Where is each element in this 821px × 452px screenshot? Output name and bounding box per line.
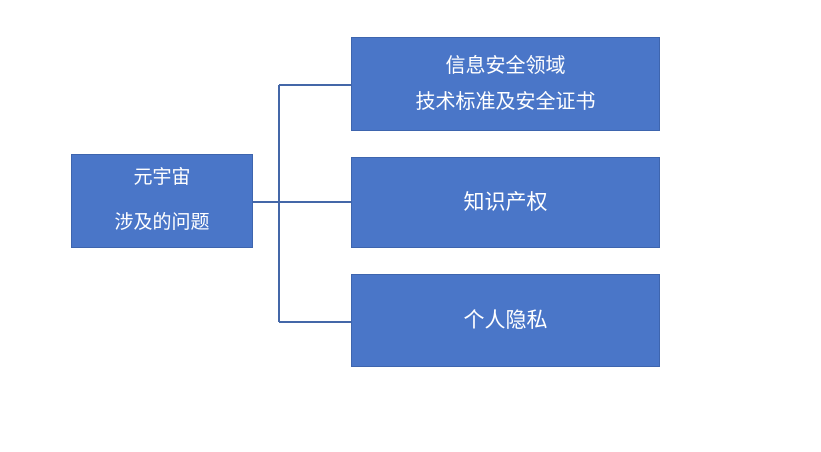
node-label-line: 涉及的问题 [114, 212, 210, 233]
node-label-line: 信息安全领域 [445, 55, 566, 77]
node-personal-privacy: 个人隐私 [351, 274, 660, 367]
node-label-line: 元宇宙 [133, 167, 191, 189]
node-info-security-standards: 信息安全领域 技术标准及安全证书 [351, 37, 660, 131]
node-intellectual-property: 知识产权 [351, 157, 660, 248]
node-label-line: 技术标准及安全证书 [415, 91, 596, 113]
node-root-metaverse-issues: 元宇宙 涉及的问题 [71, 154, 253, 248]
node-label-line: 知识产权 [463, 190, 548, 214]
node-label-line: 个人隐私 [463, 308, 548, 332]
